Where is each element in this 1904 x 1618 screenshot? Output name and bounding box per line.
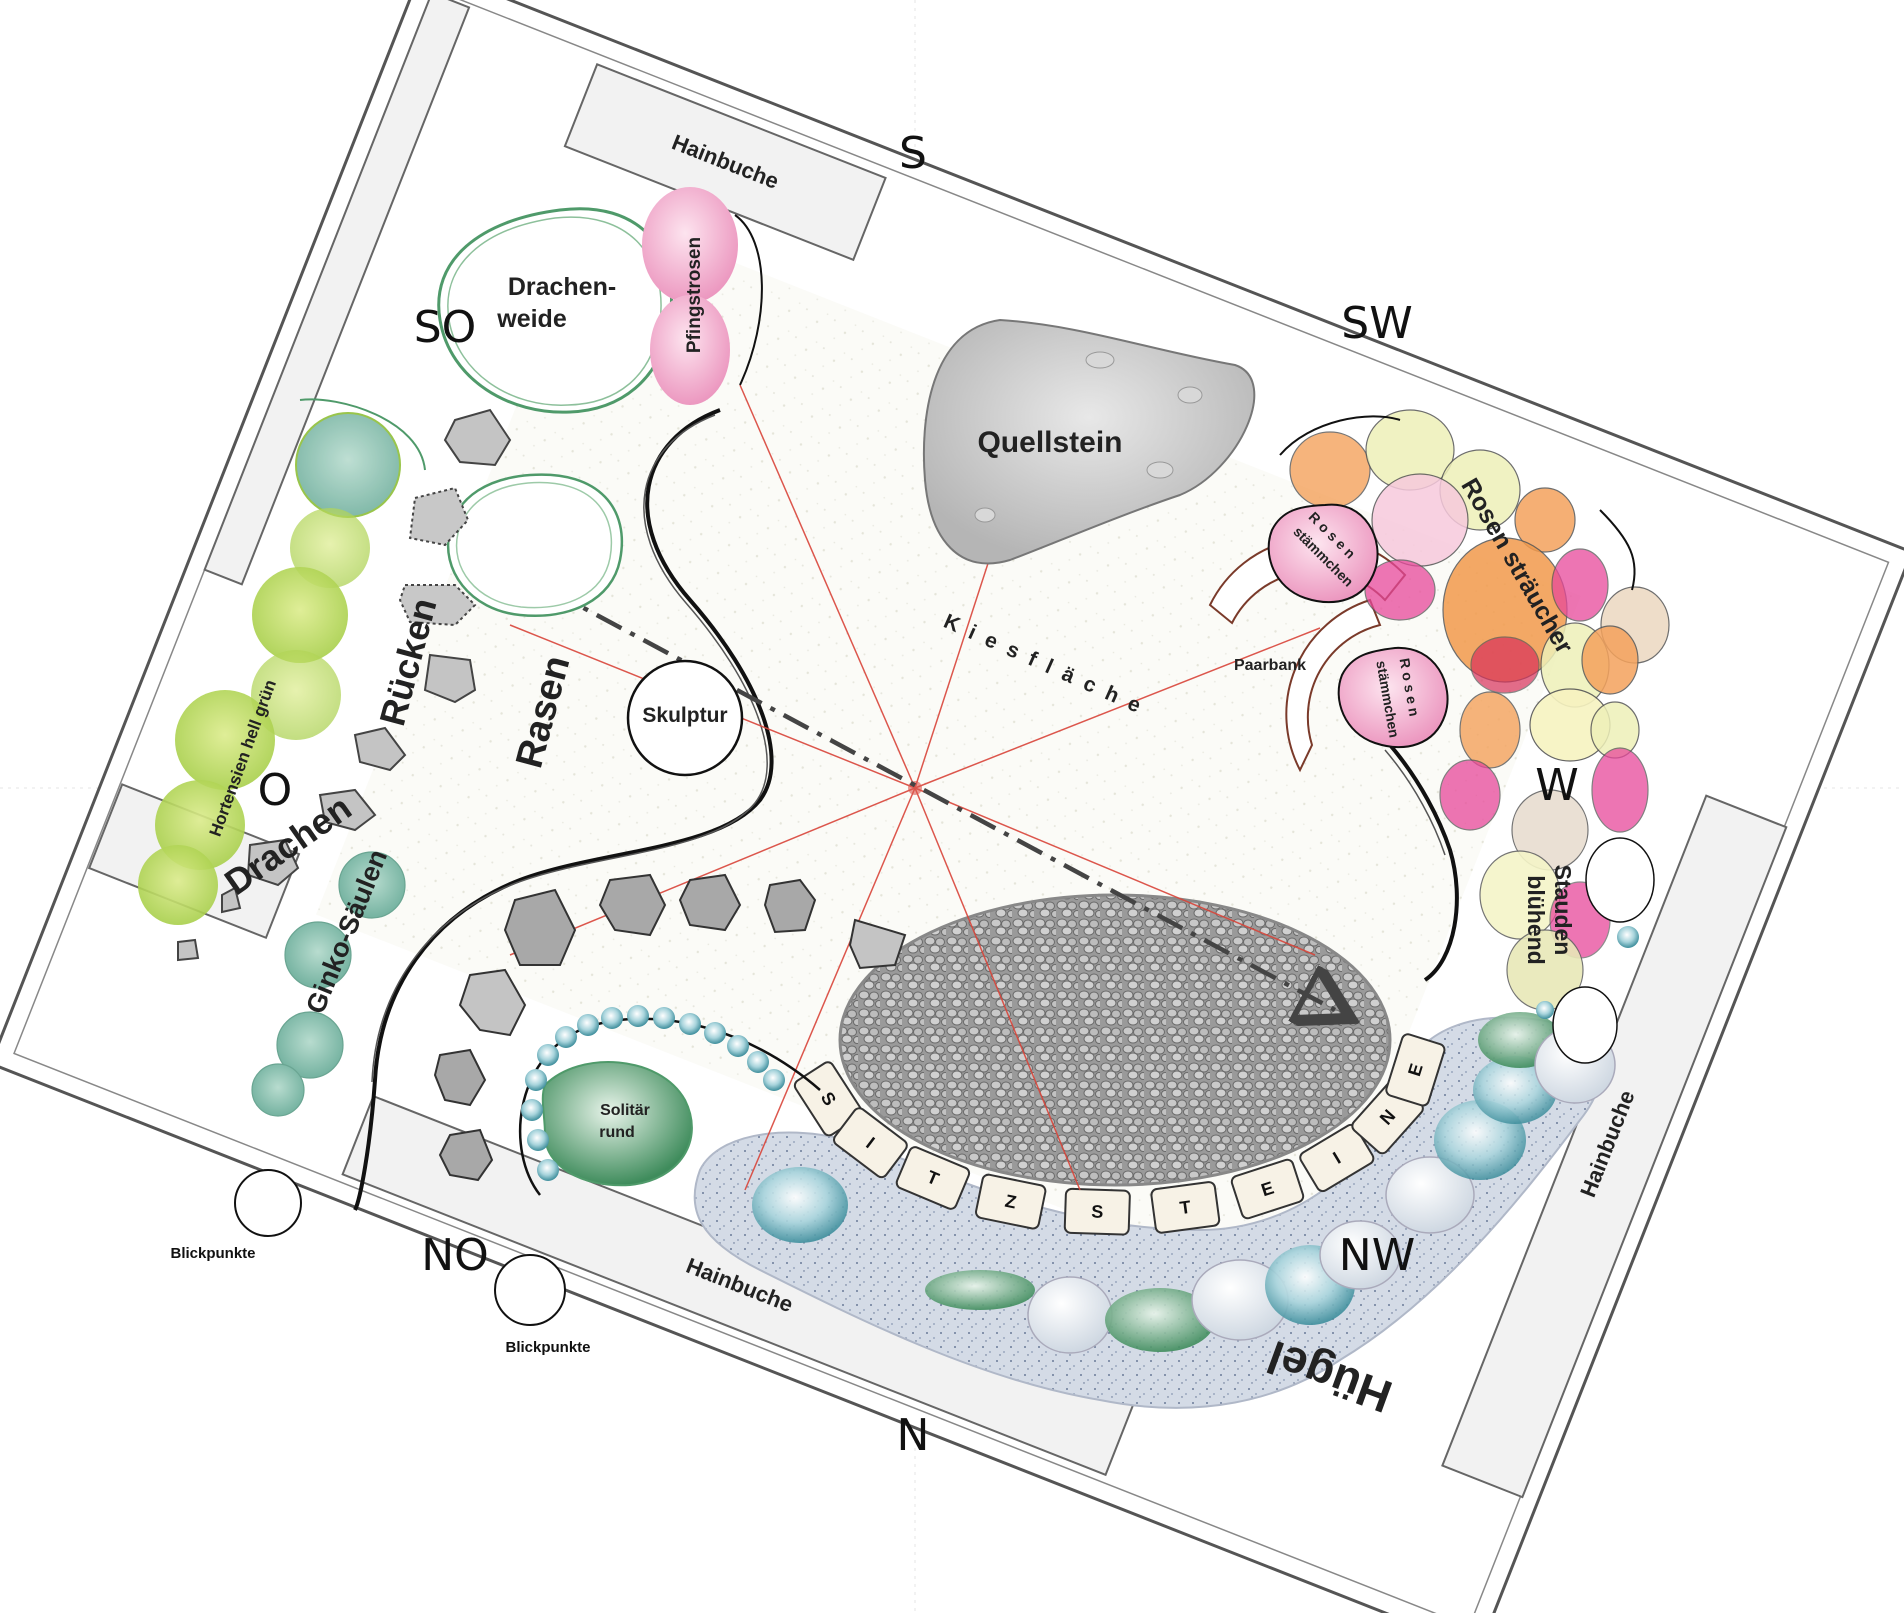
drachenweide-label-2: weide — [496, 305, 567, 333]
compass-o: O — [258, 765, 293, 816]
lawn-border — [353, 408, 774, 1211]
hedge-bottom: Hainbuche — [341, 1094, 1138, 1477]
teal-bead — [577, 1014, 599, 1036]
quellstein: Quellstein — [922, 318, 1256, 565]
hortensien: Hortensien hell grün — [138, 398, 426, 925]
solitaer-label-1: Solitär — [600, 1102, 650, 1119]
gravel-oval — [838, 893, 1392, 1187]
right-border — [1384, 743, 1459, 982]
teal-bead — [727, 1035, 749, 1057]
viewpoint-b-label: Blickpunkte — [505, 1339, 590, 1356]
compass-sw: SW — [1341, 298, 1412, 349]
hill: Hügel — [693, 1012, 1616, 1423]
stepping-stones — [433, 873, 907, 1182]
teal-bead — [555, 1026, 577, 1048]
rosenstaemmchen-b: Rosen stämmchen — [1337, 646, 1449, 749]
viewpoint-a: Blickpunkte — [170, 1169, 302, 1262]
compass-n: N — [897, 1410, 930, 1461]
teal-bead — [763, 1069, 785, 1091]
teal-bead — [627, 1005, 649, 1027]
sitzstein: I — [1299, 1123, 1375, 1193]
sitzstein: S — [793, 1061, 863, 1137]
paarbank-label: Paarbank — [1234, 657, 1306, 674]
drachenweide-label-1: Drachen- — [508, 273, 616, 301]
pfingstrosen-label: Pfingstrosen — [684, 237, 705, 353]
stauden-label-1: Stauden — [1550, 865, 1576, 956]
quellstein-label: Quellstein — [977, 426, 1122, 459]
compass-no: NO — [421, 1230, 489, 1281]
compass-labels: S SW W NW N NO O SO — [258, 128, 1579, 1461]
viewpoint-a-label: Blickpunkte — [170, 1245, 255, 1262]
compass-w: W — [1535, 760, 1579, 811]
compass-nw: NW — [1339, 1230, 1415, 1281]
sitzstein: Z — [975, 1173, 1047, 1230]
teal-bead — [537, 1159, 559, 1181]
lawn-shrub — [446, 473, 624, 617]
sitzstein: T — [895, 1146, 971, 1210]
sitzstein: E — [1385, 1033, 1446, 1107]
teal-bead — [521, 1099, 543, 1121]
stauden: Stauden blühend — [1479, 789, 1655, 1064]
teal-bead — [679, 1013, 701, 1035]
solitaer-label-2: rund — [599, 1124, 635, 1141]
sitzstein-letter: E — [1404, 1061, 1427, 1078]
teal-bead — [527, 1129, 549, 1151]
sitzstein-letter: Z — [1003, 1191, 1018, 1213]
sitzstein-letter: E — [1259, 1178, 1277, 1201]
teal-bead — [537, 1044, 559, 1066]
rosenstraeucher: Rosen sträucher — [1279, 409, 1670, 833]
sitzstein: T — [1150, 1181, 1221, 1234]
sitzstein-letter: T — [1179, 1197, 1193, 1218]
sitzstein: S — [1063, 1187, 1131, 1236]
teal-bead — [601, 1007, 623, 1029]
teal-beads — [521, 1005, 785, 1181]
sitzstein: I — [833, 1107, 908, 1179]
skulptur-label: Skulptur — [642, 704, 727, 727]
compass-s: S — [899, 128, 927, 179]
teal-bead — [747, 1051, 769, 1073]
rosenstaemmchen-a: Rosen stämmchen — [1267, 503, 1379, 604]
sitzstein: E — [1230, 1158, 1305, 1220]
teal-bead — [525, 1069, 547, 1091]
hill-shrubs — [752, 1012, 1616, 1354]
teal-bead — [704, 1022, 726, 1044]
pfingstrosen: Pfingstrosen — [642, 187, 763, 405]
hedge-top: Hainbuche — [563, 63, 887, 262]
skulptur: Skulptur — [626, 659, 744, 777]
teal-bead — [653, 1007, 675, 1029]
sitzstein-letter: S — [1091, 1202, 1104, 1222]
compass-so: SO — [414, 302, 477, 353]
stauden-label-2: blühend — [1523, 875, 1549, 964]
viewpoint-b: Blickpunkte — [494, 1254, 591, 1356]
